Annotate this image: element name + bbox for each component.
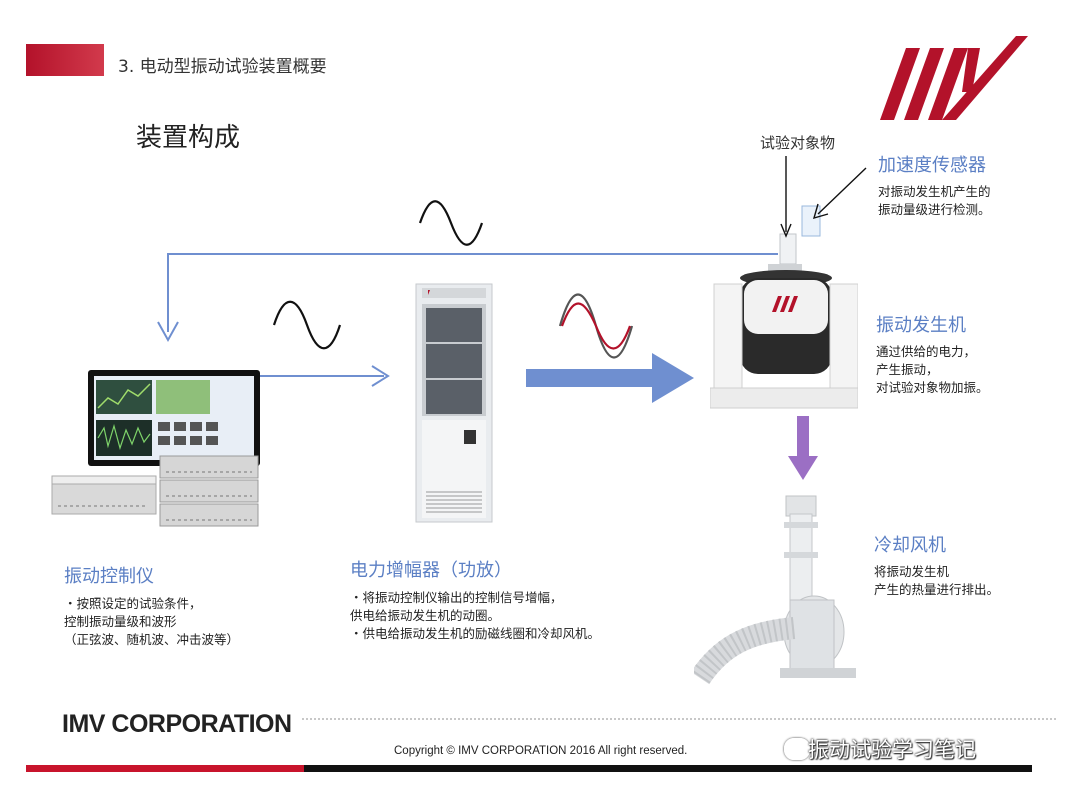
shaker-image: [710, 264, 858, 409]
header-red-block: [26, 44, 104, 76]
footer-black-bar: [304, 765, 1032, 772]
sine-wave-icon: [418, 200, 484, 246]
controller-title: 振动控制仪: [64, 566, 154, 587]
cooler-desc: 将振动发生机 产生的热量进行排出。: [874, 564, 1000, 597]
shaker-desc: 通过供给的电力， 产生振动， 对试验对象物加振。: [876, 344, 989, 395]
sine-wave-icon: [272, 300, 342, 350]
accel-sensor-desc: 对振动发生机产生的 振动量级进行检测。: [878, 184, 991, 217]
section-title: 3. 电动型振动试验装置概要: [118, 57, 327, 77]
dotted-divider: [302, 718, 1058, 720]
amplified-wave-icon: [558, 293, 634, 359]
label-pointer-lines: [780, 156, 867, 238]
power-amplifier-image: [415, 283, 493, 523]
shaker-title: 振动发生机: [876, 315, 966, 336]
vibration-controller-image: [51, 370, 260, 527]
wechat-icon: [784, 738, 810, 760]
accel-sensor-title: 加速度传感器: [878, 155, 986, 176]
cooling-blower-image: [694, 495, 856, 685]
signal-arrow: [240, 365, 390, 387]
cooling-arrow: [788, 416, 818, 480]
test-object-label: 试验对象物: [760, 134, 836, 152]
footer-red-bar: [26, 765, 304, 772]
power-arrow: [526, 353, 694, 403]
controller-desc: ・按照设定的试验条件， 控制振动量级和波形 （正弦波、随机波、冲击波等）: [64, 596, 240, 647]
feedback-line: [157, 253, 778, 343]
amplifier-desc: ・将振动控制仪输出的控制信号增幅， 供电给振动发生机的动圈。 ・供电给振动发生机…: [350, 590, 601, 641]
imv-logo: [880, 36, 1028, 120]
copyright-text: Copyright © IMV CORPORATION 2016 All rig…: [394, 745, 688, 757]
amplifier-title: 电力增幅器（功放）: [350, 560, 512, 581]
watermark-text: 振动试验学习笔记: [808, 738, 976, 762]
cooler-title: 冷却风机: [874, 535, 946, 556]
company-logo-text: IMV CORPORATION: [62, 710, 292, 738]
page-title: 装置构成: [136, 123, 241, 153]
